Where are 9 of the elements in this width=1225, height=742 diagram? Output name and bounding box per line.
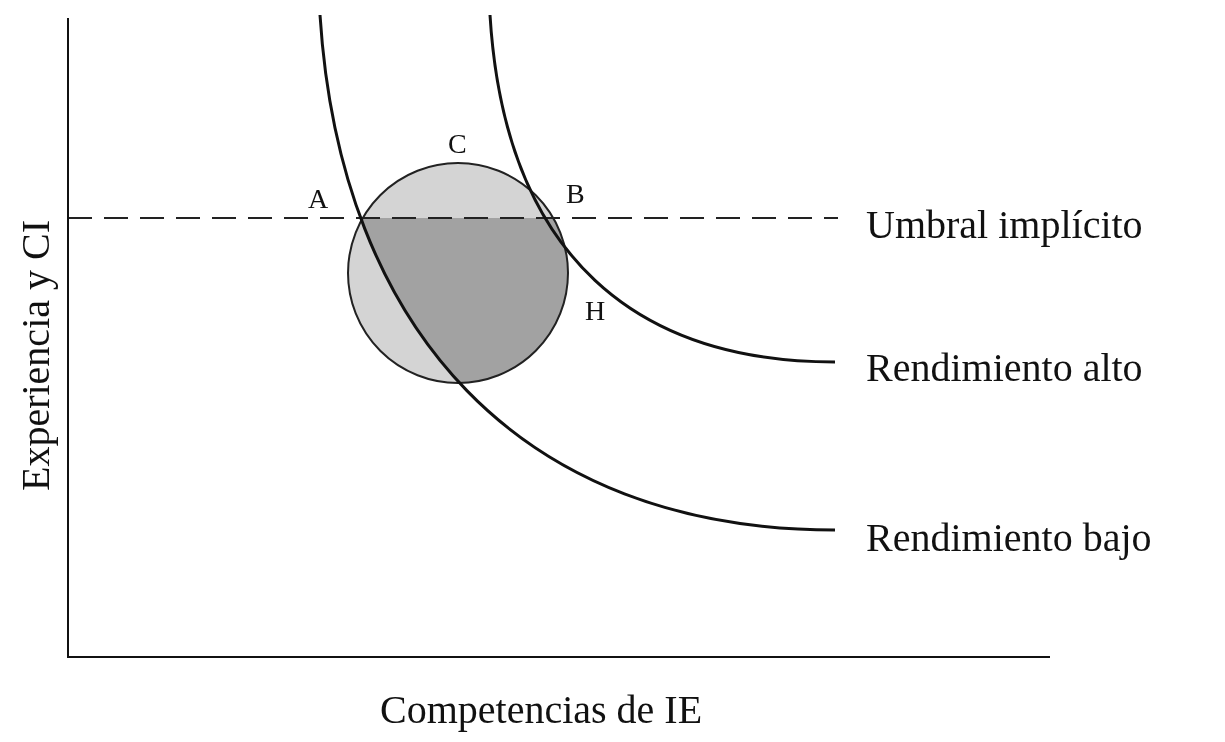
- curve-label: Rendimiento alto: [866, 348, 1143, 388]
- point-label: C: [448, 130, 467, 158]
- axis-title: Competencias de IE: [380, 690, 703, 730]
- curve-label: Umbral implícito: [866, 205, 1143, 245]
- point-label: A: [308, 185, 329, 213]
- curve-label: Rendimiento bajo: [866, 518, 1152, 558]
- point-label: H: [585, 297, 606, 325]
- point-label: B: [566, 180, 585, 208]
- axis-title: Experiencia y CI: [16, 219, 56, 491]
